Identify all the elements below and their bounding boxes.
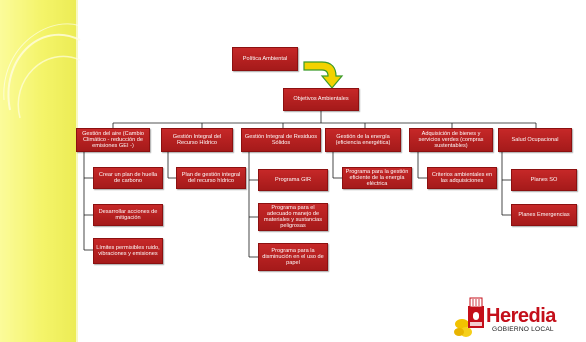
heredia-emblem-icon <box>454 297 484 337</box>
logo-subtitle: GOBIERNO LOCAL <box>492 326 554 333</box>
category-node: Gestión Integral de Residuos Sólidos <box>241 128 321 152</box>
objective-item: Programa para la disminución en el uso d… <box>258 243 328 271</box>
category-node: Gestión Integral del Recurso Hídrico <box>161 128 233 152</box>
category-node: Salud Ocupacional <box>498 128 572 152</box>
objectives-node: Objetivos Ambientales <box>283 88 359 111</box>
heredia-logo: Heredia GOBIERNO LOCAL <box>448 296 584 340</box>
objective-item: Planes SO <box>511 169 577 191</box>
root-node: Política Ambiental <box>232 47 298 71</box>
objective-item: Planes Emergencias <box>511 204 577 226</box>
sidebar-swirl-decoration <box>3 23 89 119</box>
sidebar-edge <box>76 0 78 342</box>
logo-title: Heredia <box>486 305 556 327</box>
category-node: Gestión de la energía (eficiencia energé… <box>325 128 401 152</box>
category-node: Gestión del aire (Cambio Climático - red… <box>76 128 150 152</box>
objective-item: Programa para la gestión eficiente de la… <box>342 167 412 189</box>
objective-item: Programa para el adecuado manejo de mate… <box>258 203 328 231</box>
objective-item: Límites permisibles ruido, vibraciones y… <box>93 238 163 264</box>
curved-arrow-icon <box>303 61 344 89</box>
objective-item: Desarrollar acciones de mitigación <box>93 204 163 226</box>
objective-item: Crear un plan de huella de carbono <box>93 167 163 189</box>
category-node: Adquisición de bienes y servicios verdes… <box>409 128 493 152</box>
objective-item: Programa GIR <box>258 169 328 191</box>
objective-item: Plan de gestión integral del recurso híd… <box>176 167 246 189</box>
objective-item: Criterios ambientales en las adquisicion… <box>427 167 497 189</box>
